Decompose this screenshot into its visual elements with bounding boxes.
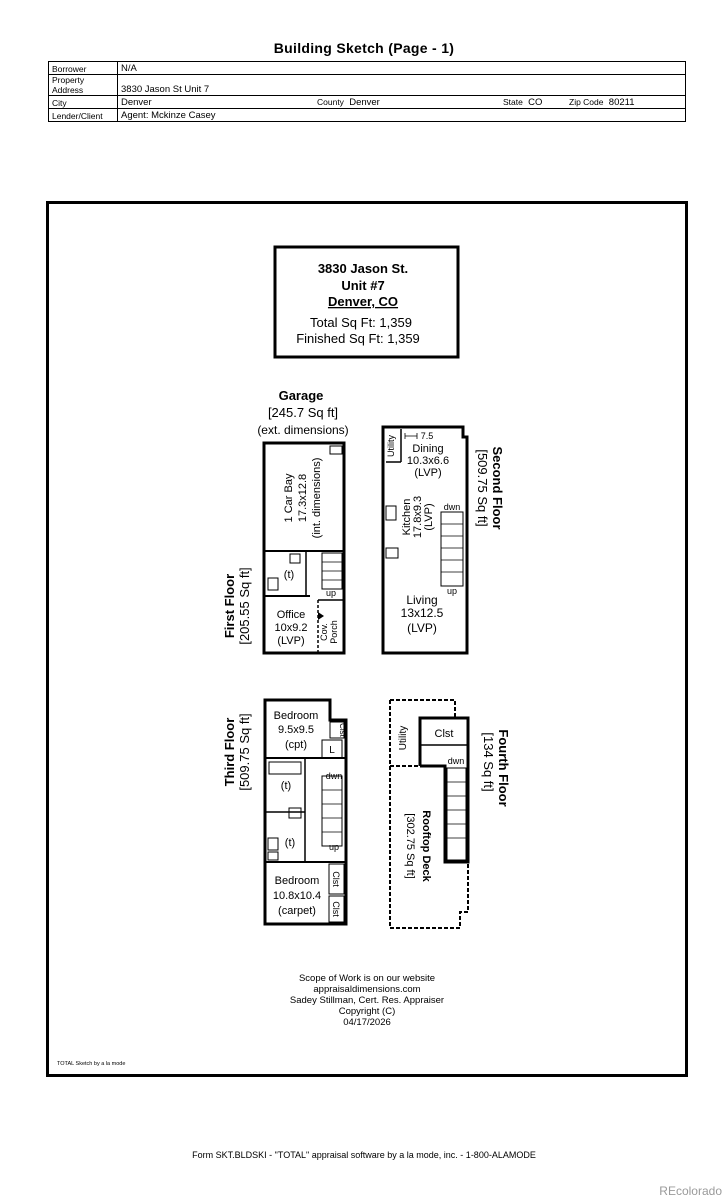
kitchen-dimensions: 17.8x9.3: [412, 496, 424, 538]
fourth-floor-closet: Clst: [435, 728, 454, 740]
second-floor-title: Second Floor: [490, 446, 505, 529]
notes-line-4: Copyright (C): [339, 1006, 396, 1017]
bay-label: 1 Car Bay: [283, 473, 295, 522]
rooftop-deck-label: Rooftop Deck: [420, 810, 432, 882]
first-floor-toilet: (t): [284, 569, 294, 581]
second-floor-utility: Utility: [386, 435, 396, 457]
living-label: Living: [406, 593, 437, 607]
sketch-frame: [46, 201, 688, 1077]
third-floor-area: [509.75 Sq ft]: [237, 713, 252, 790]
first-floor-area: [205.55 Sq ft]: [237, 567, 252, 644]
address-label: Property Address: [48, 74, 118, 96]
sketch-credit: TOTAL Sketch by a la mode: [57, 1061, 125, 1067]
bedroom1-dimensions: 9.5x9.5: [278, 724, 314, 736]
fourth-floor-title: Fourth Floor: [496, 729, 511, 806]
bedroom2-dimensions: 10.8x10.4: [273, 890, 321, 902]
third-floor-toilet-1: (t): [281, 780, 291, 792]
bay-note: (int. dimensions): [311, 458, 323, 539]
appraiser-notes: Scope of Work is on our website appraisa…: [290, 973, 444, 1028]
county-value: Denver: [349, 97, 380, 108]
zip-value: 80211: [608, 97, 635, 108]
third-floor-toilet-2: (t): [285, 837, 295, 849]
form-footer: Form SKT.BLDSKI - "TOTAL" appraisal soft…: [192, 1150, 536, 1160]
summary-box: 3830 Jason St. Unit #7 Denver, CO Total …: [273, 245, 460, 359]
summary-street: 3830 Jason St.: [318, 261, 408, 276]
fourth-floor-plan: Utility Clst dwn Rooftop Deck [302.75 Sq…: [389, 699, 470, 929]
city-label: City: [48, 95, 118, 109]
third-floor-closet-1: Clst: [338, 723, 347, 738]
office-label: Office: [277, 609, 306, 621]
kitchen-label: Kitchen: [401, 499, 413, 536]
dining-label: Dining: [412, 443, 443, 455]
third-floor-closet-3: Clst: [331, 901, 341, 917]
third-floor-closet-2: Clst: [331, 871, 341, 887]
third-floor-stair-up: up: [329, 842, 339, 852]
third-floor-plan: Bedroom 9.5x9.5 (cpt) Clst L (t) (t) dwn…: [263, 698, 348, 926]
living-dimensions: 13x12.5: [401, 606, 444, 620]
porch-label-2: Porch: [329, 620, 339, 644]
first-floor-stair-up: up: [326, 588, 336, 598]
summary-total: Total Sq Ft: 1,359: [310, 315, 412, 330]
garage-title: Garage: [279, 388, 324, 403]
notes-line-1: Scope of Work is on our website: [299, 973, 435, 984]
second-floor-stair-down: dwn: [444, 502, 461, 512]
dining-width: 7.5: [421, 431, 434, 441]
third-floor-stair-down: dwn: [326, 771, 343, 781]
office-dimensions: 10x9.2: [274, 622, 307, 634]
dining-flooring: (LVP): [414, 467, 441, 479]
lender-value: Agent: Mckinze Casey: [117, 108, 686, 122]
fourth-floor-stair-down: dwn: [448, 756, 465, 766]
zip-label: Zip Code: [569, 97, 604, 107]
fourth-floor-area: [134 Sq ft]: [481, 732, 496, 791]
city-row: City Denver County Denver State CO Zip C…: [48, 95, 686, 109]
summary-city: Denver, CO: [328, 294, 398, 309]
bay-dimensions: 17.3x12.8: [297, 474, 309, 522]
summary-finished: Finished Sq Ft: 1,359: [296, 331, 420, 346]
office-flooring: (LVP): [277, 635, 304, 647]
first-floor-plan: 1 Car Bay 17.3x12.8 (int. dimensions) (t…: [262, 441, 346, 655]
state-label: State: [503, 97, 523, 107]
borrower-label: Borrower: [48, 61, 118, 75]
rooftop-deck-area: [302.75 Sq ft]: [404, 813, 416, 878]
lender-label: Lender/Client: [48, 108, 118, 122]
borrower-value: N/A: [117, 61, 686, 75]
bedroom2-flooring: (carpet): [278, 905, 316, 917]
dining-dimensions: 10.3x6.6: [407, 455, 449, 467]
property-info-table: Borrower N/A Property Address 3830 Jason…: [48, 61, 686, 122]
address-value: 3830 Jason St Unit 7: [117, 74, 686, 96]
living-flooring: (LVP): [407, 621, 437, 635]
notes-line-5: 04/17/2026: [343, 1017, 391, 1028]
borrower-row: Borrower N/A: [48, 61, 686, 75]
second-floor-plan: Utility 7.5 Dining 10.3x6.6 (LVP) Kitche…: [381, 425, 469, 655]
bedroom2-label: Bedroom: [275, 875, 320, 887]
page-title: Building Sketch (Page - 1): [273, 40, 455, 56]
kitchen-flooring: (LVP): [423, 503, 435, 530]
laundry-label: L: [329, 745, 335, 756]
state-value: CO: [528, 97, 543, 108]
bedroom1-label: Bedroom: [274, 710, 319, 722]
second-floor-stair-up: up: [447, 586, 457, 596]
third-floor-title: Third Floor: [222, 718, 237, 787]
second-floor-area: [509.75 Sq ft]: [475, 449, 490, 526]
address-row: Property Address 3830 Jason St Unit 7: [48, 74, 686, 96]
porch-label-1: Cov.: [319, 623, 329, 641]
notes-line-3: Sadey Stillman, Cert. Res. Appraiser: [290, 995, 444, 1006]
bedroom1-flooring: (cpt): [285, 739, 307, 751]
city-value: Denver: [117, 95, 314, 109]
county-label: County: [317, 97, 344, 107]
fourth-floor-utility: Utility: [398, 726, 409, 750]
garage-note: (ext. dimensions): [257, 423, 348, 437]
first-floor-title: First Floor: [222, 574, 237, 638]
summary-unit: Unit #7: [341, 278, 384, 293]
garage-area: [245.7 Sq ft]: [268, 405, 338, 420]
lender-row: Lender/Client Agent: Mckinze Casey: [48, 108, 686, 122]
watermark: REcolorado: [659, 1184, 722, 1198]
notes-line-2: appraisaldimensions.com: [313, 984, 420, 995]
